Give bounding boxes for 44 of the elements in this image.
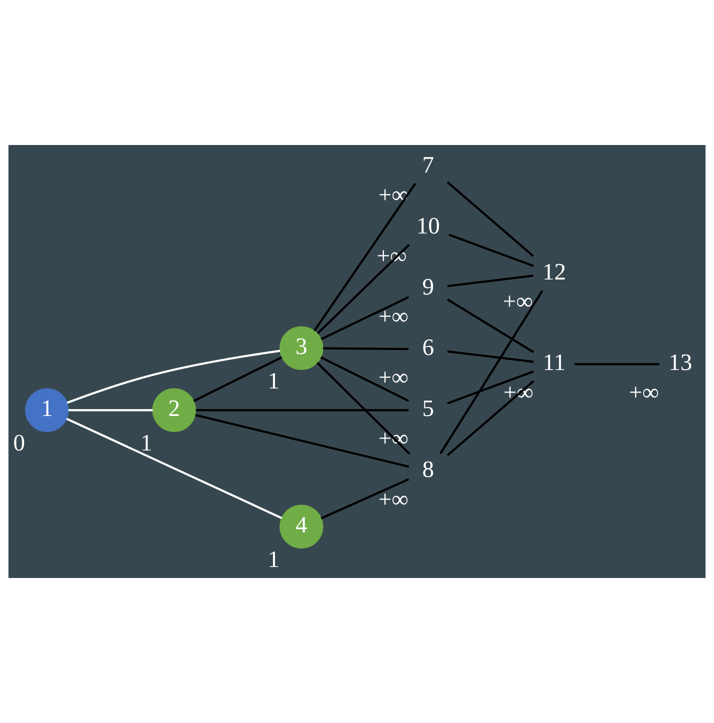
node-circle: 3 xyxy=(279,326,324,370)
node-circle: 1 xyxy=(25,388,69,432)
connector xyxy=(68,409,153,412)
connector xyxy=(439,290,544,454)
node-text: 12 xyxy=(542,259,566,286)
connector xyxy=(320,296,410,340)
node-label: 1 xyxy=(268,546,280,573)
node-text: 6 xyxy=(422,335,434,362)
connector xyxy=(320,356,410,402)
node-label: 0 xyxy=(13,430,26,456)
node-text: 11 xyxy=(542,350,566,376)
connector xyxy=(447,370,534,404)
connector xyxy=(446,298,534,354)
connector xyxy=(196,409,409,412)
connector xyxy=(195,414,410,468)
node-label: 1 xyxy=(140,430,152,456)
connector xyxy=(447,350,534,363)
connector xyxy=(447,274,534,288)
node-text: 9 xyxy=(422,274,434,300)
node-label: +∞ xyxy=(378,304,408,330)
connector xyxy=(66,418,282,520)
node-label: +∞ xyxy=(502,289,533,316)
node-label: +∞ xyxy=(378,487,408,514)
connector xyxy=(316,362,410,455)
node-label: +∞ xyxy=(378,365,408,392)
connector xyxy=(314,182,416,332)
node-label: 1 xyxy=(268,368,280,394)
node-text: 10 xyxy=(416,213,440,240)
node-circle: 2 xyxy=(152,388,196,432)
connector xyxy=(448,234,534,267)
node-text: 7 xyxy=(422,152,434,178)
connector xyxy=(574,363,660,366)
connector xyxy=(446,181,534,257)
connector xyxy=(317,244,410,334)
connector xyxy=(320,478,410,520)
node-text: 5 xyxy=(422,396,434,422)
node-label: +∞ xyxy=(629,380,660,406)
connector xyxy=(323,347,408,350)
connector xyxy=(66,350,280,404)
node-circle: 4 xyxy=(279,504,324,549)
connector xyxy=(446,380,534,456)
connector xyxy=(193,356,282,402)
node-text: 13 xyxy=(668,350,692,376)
node-text: 8 xyxy=(422,457,434,484)
